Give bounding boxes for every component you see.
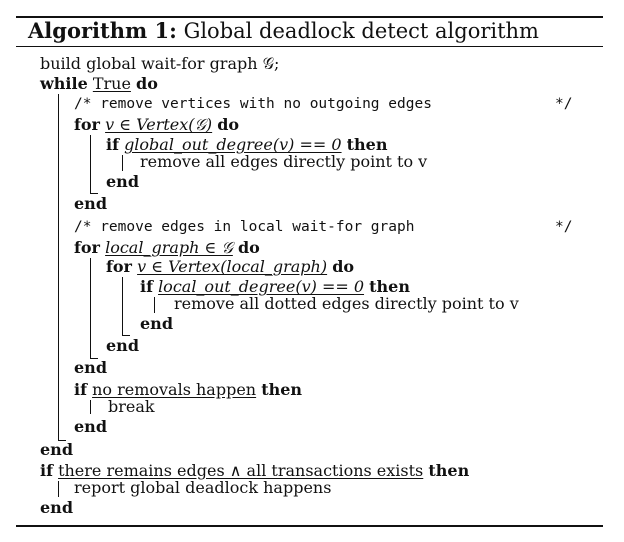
bottom-rule xyxy=(16,525,603,527)
line-remove-dotted-edges: remove all dotted edges directly point t… xyxy=(174,294,519,313)
for3-block-bar xyxy=(122,277,123,335)
top-rule xyxy=(16,16,603,18)
comment-remove-vertices: /* remove vertices with no outgoing edge… xyxy=(74,96,432,112)
if2-block-bar xyxy=(154,297,155,313)
for3-block-tick xyxy=(122,335,130,336)
for1-block-bar xyxy=(90,135,91,193)
line-end-if-2: end xyxy=(140,314,173,333)
line-end-if-1: end xyxy=(106,172,139,191)
algorithm-title: Algorithm 1: Global deadlock detect algo… xyxy=(28,18,539,43)
line-report-deadlock: report global deadlock happens xyxy=(74,478,332,497)
comment-end-2: */ xyxy=(555,219,573,235)
if4-block-bar xyxy=(58,481,59,497)
line-end-for-2: end xyxy=(74,358,107,377)
line-end-for-3: end xyxy=(106,336,139,355)
algorithm-label: Algorithm 1: xyxy=(28,18,177,43)
for1-block-tick xyxy=(90,193,98,194)
line-end-if-3: end xyxy=(74,417,107,436)
if1-block-bar xyxy=(122,155,123,171)
line-for-local-vertex: for v ∈ Vertex(local_graph) do xyxy=(106,257,355,276)
line-end-for-1: end xyxy=(74,194,107,213)
title-rule xyxy=(16,46,603,47)
line-for-vertex: for v ∈ Vertex(𝒢) do xyxy=(74,115,240,134)
while-block-bar xyxy=(58,94,59,440)
line-if-global-out-degree: if global_out_degree(v) == 0 then xyxy=(106,135,388,154)
line-if-deadlock: if there remains edges ∧ all transaction… xyxy=(40,461,470,480)
comment-remove-edges: /* remove edges in local wait-for graph xyxy=(74,219,415,235)
line-end-if-4: end xyxy=(40,498,73,517)
if3-block-bar xyxy=(90,400,91,414)
algorithm-name: Global deadlock detect algorithm xyxy=(183,19,539,43)
line-remove-edges: remove all edges directly point to v xyxy=(140,152,428,171)
for2-block-tick xyxy=(90,358,98,359)
line-break: break xyxy=(108,397,155,416)
line-if-no-removals: if no removals happen then xyxy=(74,380,303,399)
comment-end-1: */ xyxy=(555,96,573,112)
line-build-graph: build global wait-for graph 𝒢; xyxy=(40,54,280,73)
while-block-tick xyxy=(58,440,66,441)
for2-block-bar xyxy=(90,258,91,358)
line-if-local-out-degree: if local_out_degree(v) == 0 then xyxy=(140,277,410,296)
line-end-while: end xyxy=(40,440,73,459)
line-while: while True do xyxy=(40,74,158,93)
line-for-local-graph: for local_graph ∈ 𝒢 do xyxy=(74,238,260,257)
